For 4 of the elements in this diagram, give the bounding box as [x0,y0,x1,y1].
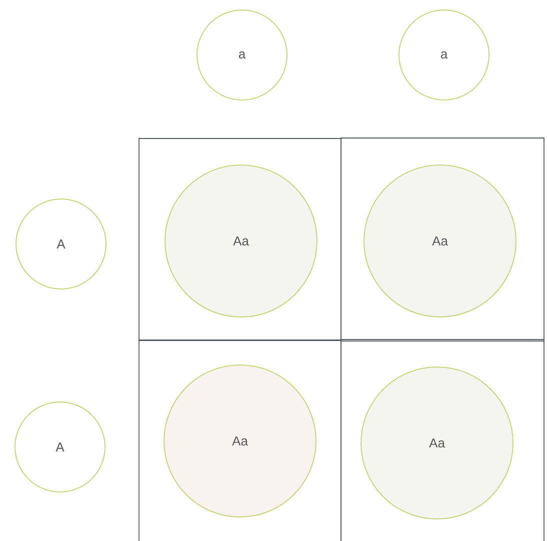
cell-box [340,339,544,541]
cell-box [138,340,342,541]
cell-box [340,138,544,342]
cell-box [138,138,342,341]
